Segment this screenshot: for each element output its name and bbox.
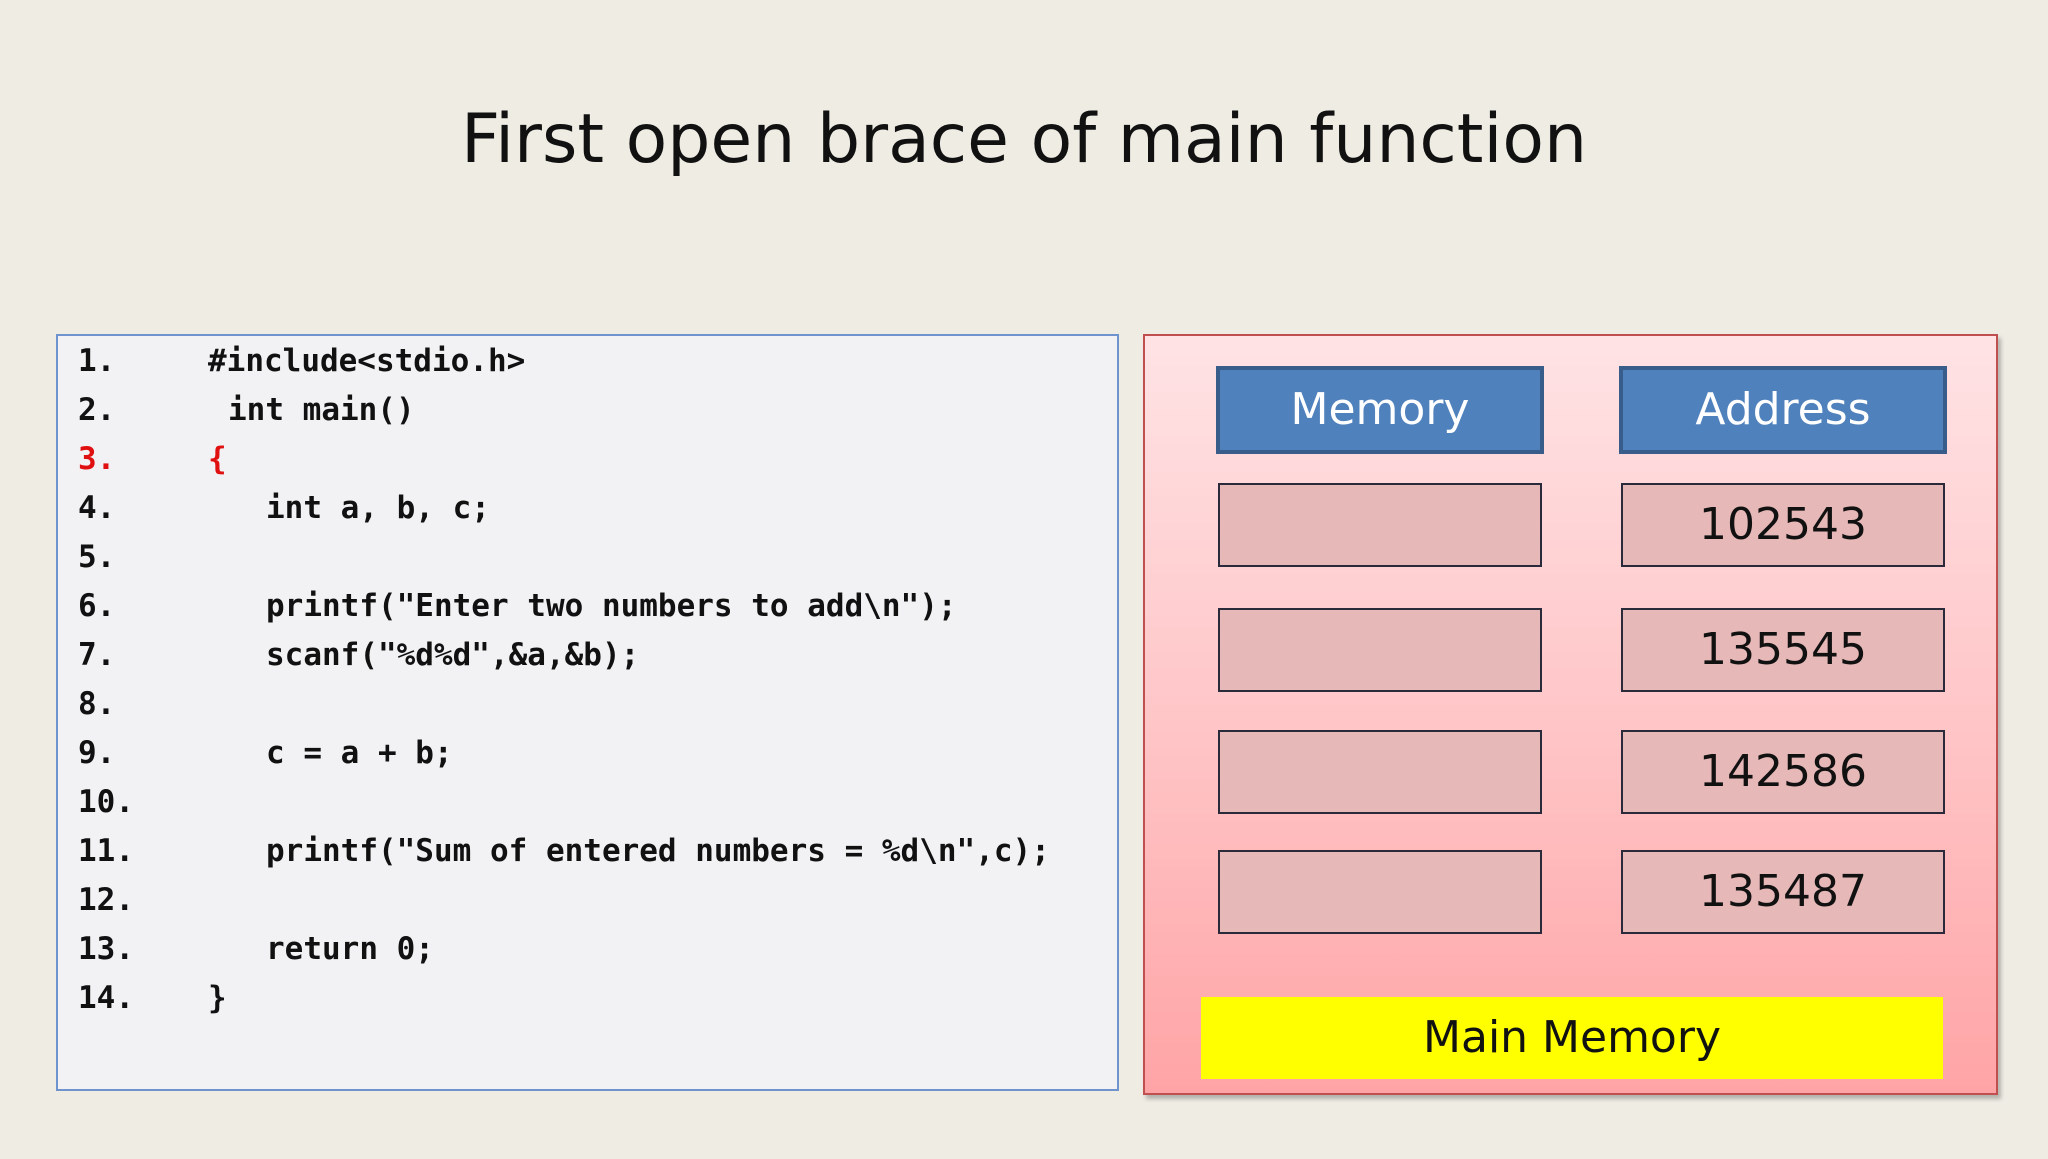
line-number: 5. bbox=[78, 539, 116, 575]
code-text: scanf("%d%d",&a,&b); bbox=[266, 637, 640, 673]
line-number: 8. bbox=[78, 686, 116, 722]
line-number: 13. bbox=[78, 931, 134, 967]
memory-header: Memory bbox=[1216, 366, 1544, 454]
code-line: 6. printf("Enter two numbers to add\n"); bbox=[78, 583, 957, 629]
code-line: 2. int main() bbox=[78, 387, 415, 433]
code-text: int main() bbox=[228, 392, 415, 428]
code-line: 7. scanf("%d%d",&a,&b); bbox=[78, 632, 639, 678]
line-number: 4. bbox=[78, 490, 116, 526]
code-line: 9. c = a + b; bbox=[78, 730, 453, 776]
code-text: printf("Sum of entered numbers = %d\n",c… bbox=[266, 833, 1050, 869]
code-text: printf("Enter two numbers to add\n"); bbox=[266, 588, 957, 624]
code-panel: 1. #include<stdio.h> 2. int main() 3. { … bbox=[56, 334, 1119, 1091]
code-line: 12. bbox=[78, 877, 153, 923]
code-line: 11. printf("Sum of entered numbers = %d\… bbox=[78, 828, 1050, 874]
main-memory-label: Main Memory bbox=[1201, 997, 1943, 1079]
line-number: 2. bbox=[78, 392, 116, 428]
code-line: 14. } bbox=[78, 975, 227, 1021]
code-text: } bbox=[208, 980, 227, 1016]
address-cell: 135545 bbox=[1621, 608, 1945, 692]
code-text: int a, b, c; bbox=[266, 490, 490, 526]
address-header: Address bbox=[1619, 366, 1947, 454]
code-line: 5. bbox=[78, 534, 153, 580]
code-line: 1. #include<stdio.h> bbox=[78, 338, 525, 384]
memory-cell bbox=[1218, 850, 1542, 934]
line-number: 14. bbox=[78, 980, 134, 1016]
address-cell: 142586 bbox=[1621, 730, 1945, 814]
line-number: 1. bbox=[78, 343, 116, 379]
line-number: 7. bbox=[78, 637, 116, 673]
line-number: 10. bbox=[78, 784, 134, 820]
code-line: 4. int a, b, c; bbox=[78, 485, 490, 531]
code-text: #include<stdio.h> bbox=[208, 343, 526, 379]
memory-cell bbox=[1218, 608, 1542, 692]
code-text: return 0; bbox=[266, 931, 434, 967]
line-number: 11. bbox=[78, 833, 134, 869]
code-text: c = a + b; bbox=[266, 735, 453, 771]
line-number: 9. bbox=[78, 735, 116, 771]
code-line-highlighted: 3. { bbox=[78, 436, 227, 482]
line-number: 12. bbox=[78, 882, 134, 918]
line-number: 3. bbox=[78, 441, 116, 477]
line-number: 6. bbox=[78, 588, 116, 624]
code-line: 8. bbox=[78, 681, 153, 727]
address-cell: 102543 bbox=[1621, 483, 1945, 567]
code-text: { bbox=[208, 441, 227, 477]
memory-cell bbox=[1218, 730, 1542, 814]
code-line: 13. return 0; bbox=[78, 926, 434, 972]
memory-cell bbox=[1218, 483, 1542, 567]
address-cell: 135487 bbox=[1621, 850, 1945, 934]
code-line: 10. bbox=[78, 779, 153, 825]
slide-title: First open brace of main function bbox=[460, 100, 1588, 179]
main-memory-panel: Memory Address 102543 135545 142586 1354… bbox=[1143, 334, 1998, 1095]
